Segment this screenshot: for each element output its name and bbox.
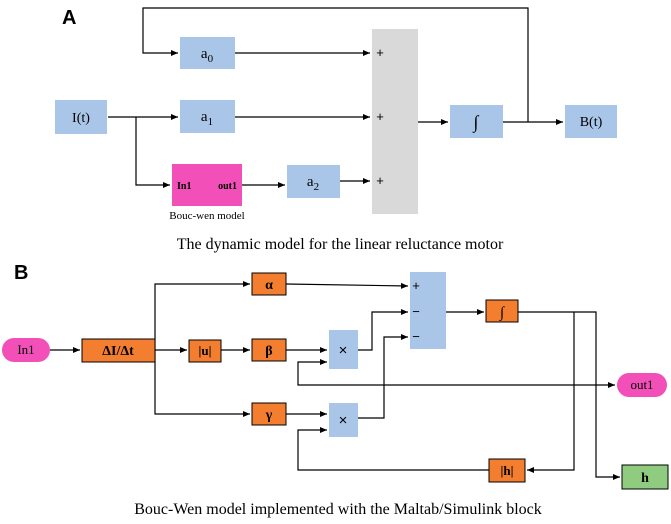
gain-a2-label: a2 [307,174,319,193]
sum-block-b [410,272,446,349]
subsystem-in-port-label: In1 [177,181,191,192]
product-block-1 [329,330,358,369]
outport-block [617,373,667,397]
panel-b-label: B [14,262,28,284]
sum-b-sign-1: + [412,278,420,293]
derivative-to-alpha-wire [154,281,250,350]
outport-label: out1 [630,377,653,392]
gain-a2-block [287,165,340,198]
panel-b-wires [50,281,620,480]
product1-to-sum-wire [358,309,408,351]
derivative-label: ΔI/Δt [102,344,134,359]
derivative-block [81,338,156,363]
gain-a1-label: a1 [201,109,213,128]
alpha-label: α [265,278,273,293]
output-block [565,105,617,138]
input-block [55,100,107,134]
sum-a-sign-2: + [376,109,384,124]
product1-label: × [339,342,348,359]
input-to-subsystem-wire [135,117,170,188]
scope-h-block [621,464,669,490]
panel-a-label: A [62,7,76,29]
bouc-wen-subsystem-block [172,164,242,206]
alpha-gain-block [251,272,287,296]
product-block-2 [329,403,358,437]
input-label: I(t) [72,111,90,126]
gain-a0-label: a0 [201,46,214,65]
derivative-to-gamma-wire [154,350,250,417]
panel-a-caption: The dynamic model for the linear relucta… [177,236,504,253]
sum-b-sign-2: − [412,304,420,319]
sum-a-sign-3: + [376,173,384,188]
h-feedback-to-product1-wire [297,359,596,386]
gamma-label: γ [265,408,273,423]
panel-b-caption: Bouc-Wen model implemented with the Malt… [134,501,542,518]
abs-h-label: |h| [501,463,514,478]
feedback-wire [142,7,529,122]
integrator-to-abs-h-wire [527,312,575,473]
product2-label: × [339,412,348,429]
integrator-a-label: ∫ [473,112,480,133]
subsystem-out-port-label: out1 [218,181,237,192]
alpha-to-sum-wire [285,282,409,289]
subsystem-caption: Bouc-wen model [169,210,244,222]
integrator-block-a [450,105,503,138]
beta-label: β [265,344,272,359]
integrator-block-b [485,299,519,323]
abs-h-to-product2-wire [297,427,489,471]
inport-label: In1 [17,342,34,357]
integrator-to-outport-wire [518,311,615,388]
panel-a-wires [108,7,563,188]
abs-u-label: |u| [199,343,212,358]
abs-u-block [188,339,222,363]
integrator-b-label: ∫ [499,305,506,321]
abs-h-block [488,458,526,483]
beta-gain-block [251,338,287,362]
output-label: B(t) [580,115,603,130]
gain-a1-block [180,100,235,133]
gamma-gain-block [251,402,287,426]
product2-to-sum-wire [358,334,408,419]
inport-block [2,338,50,362]
sum-block-a [372,29,418,214]
gain-a0-block [180,37,235,69]
scope-h-label: h [641,471,649,486]
integrator-to-scope-wire [595,385,620,480]
sum-b-sign-3: − [412,329,420,344]
sum-a-sign-1: + [376,45,384,60]
